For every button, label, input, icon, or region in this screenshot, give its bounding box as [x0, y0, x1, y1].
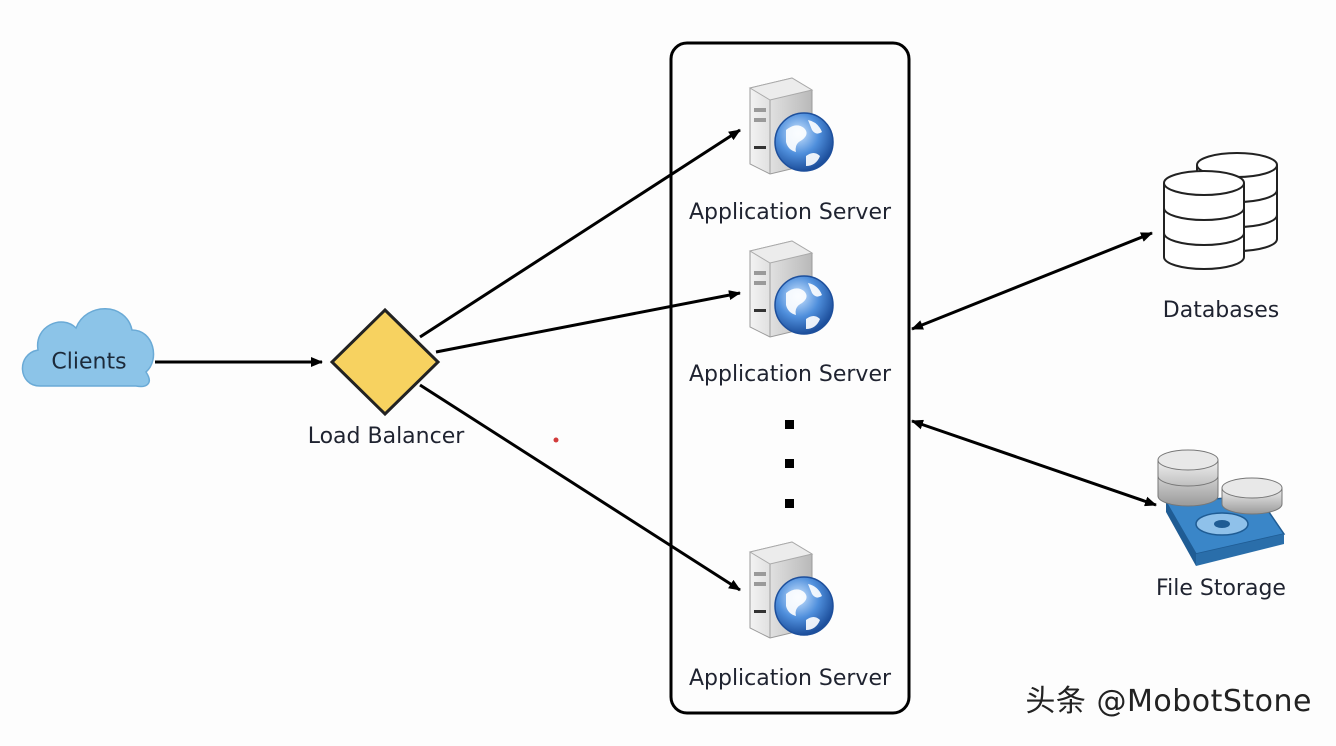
edges [155, 128, 1157, 592]
cloud-icon [21, 308, 155, 388]
node-clients-label: Clients [51, 349, 127, 375]
server-globe-icon [749, 240, 834, 338]
edge-lb-to-server-1 [419, 128, 741, 339]
edge-lb-to-server-3 [419, 383, 741, 592]
node-databases-label: Databases [1162, 298, 1280, 323]
diamond-icon [329, 307, 441, 417]
database-icon [1163, 152, 1278, 270]
server-pool-container [669, 41, 911, 715]
edge-pool-file-storage [911, 419, 1157, 507]
edge-lb-to-server-2 [435, 290, 741, 354]
watermark: 头条 @MobotStone [1025, 684, 1312, 719]
server-globe-icon [749, 77, 834, 175]
server-globe-icon [749, 541, 834, 639]
ellipsis-dots [785, 420, 794, 508]
node-app-server-2-label: Application Server [688, 362, 892, 387]
file-storage-icon [1157, 449, 1286, 566]
edge-pool-databases [911, 231, 1153, 331]
red-dot-marker [553, 437, 559, 443]
node-app-server-3-label: Application Server [688, 666, 892, 691]
node-load-balancer-label: Load Balancer [307, 424, 465, 449]
node-file-storage-label: File Storage [1156, 576, 1286, 601]
node-app-server-1-label: Application Server [688, 200, 892, 225]
